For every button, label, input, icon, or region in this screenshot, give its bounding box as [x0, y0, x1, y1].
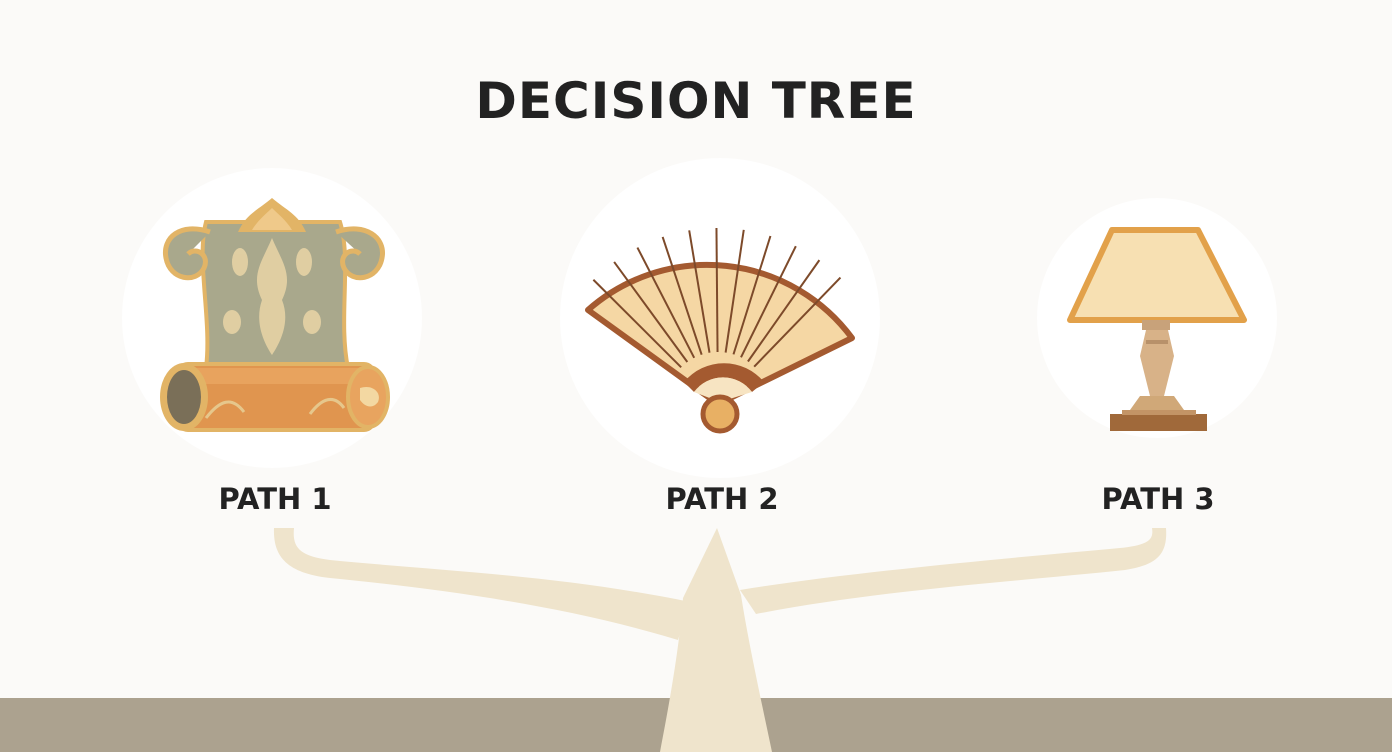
table-lamp-icon — [1067, 227, 1247, 431]
fan-rib — [740, 245, 797, 358]
fan-rib — [747, 259, 821, 363]
fan-rib — [753, 276, 842, 368]
diagram-title: DECISION TREE — [475, 72, 917, 130]
folding-fan-icon — [585, 227, 855, 434]
path-2-label: PATH 2 — [665, 482, 779, 516]
path-1-label: PATH 1 — [218, 482, 332, 516]
fan-rib — [613, 261, 689, 363]
fan-rib — [592, 279, 682, 368]
branch-left — [273, 528, 690, 640]
fan-rib — [732, 235, 772, 355]
path-3-label: PATH 3 — [1101, 482, 1215, 516]
scroll-icon — [160, 198, 390, 432]
fan-rib — [724, 229, 745, 353]
branch-right — [740, 528, 1167, 614]
fan-rib — [688, 230, 711, 353]
fan-rib — [636, 247, 696, 359]
fan-rib — [661, 236, 703, 355]
decision-tree-trunk — [273, 528, 1167, 752]
fan-rib — [715, 227, 719, 353]
